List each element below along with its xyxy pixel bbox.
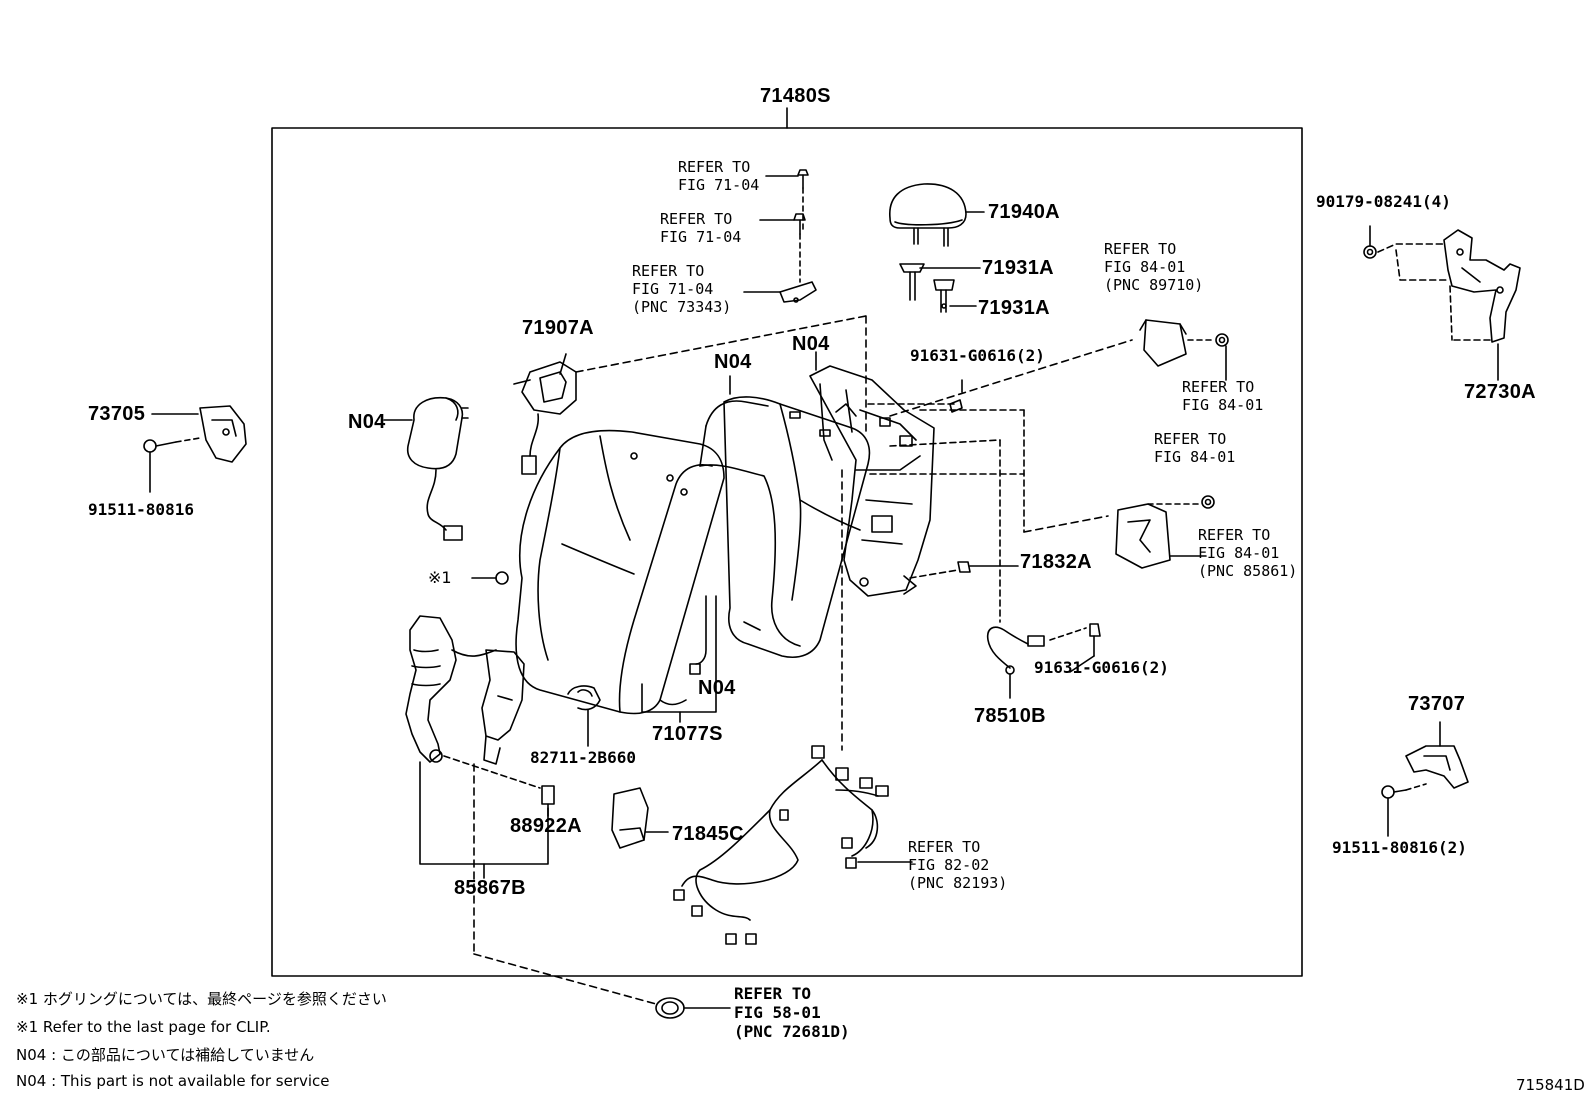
refer-note-3-line1: REFER TO — [632, 262, 705, 280]
refer-note-4-line3: (PNC 89710) — [1104, 276, 1204, 294]
label-hinge-72730: 72730A — [1464, 381, 1536, 403]
footnote-clip-jp: ※1 ホグリングについては、最終ページを参照ください — [16, 990, 387, 1008]
refer-note-8-line1: REFER TO — [908, 838, 981, 856]
footnote-n04-en: N04 : This part is not available for ser… — [16, 1072, 330, 1090]
bolt-91511-right — [1381, 783, 1427, 837]
bracket-top — [743, 281, 817, 303]
label-frame-n04: N04 — [792, 333, 830, 355]
label-bolt-90179: 90179-08241(4) — [1316, 192, 1451, 211]
label-clamp-88922: 88922A — [510, 815, 582, 837]
refer-note-7-line2: FIG 84-01 — [1198, 544, 1280, 562]
label-back-pad-n04-center: N04 — [714, 351, 752, 373]
lock-asm-shape — [513, 353, 577, 475]
pin-71832-shape — [957, 561, 1019, 573]
refer-note-1-line2: FIG 71-04 — [678, 176, 760, 194]
refer-note-8-line3: (PNC 82193) — [908, 874, 1008, 892]
label-cover-71845: 71845C — [672, 823, 744, 845]
wire-harness-82193-shape — [673, 745, 889, 945]
bracket-73705-shape — [199, 405, 247, 463]
hinge-72730-shape — [1443, 229, 1521, 343]
refer-note-4-line2: FIG 84-01 — [1104, 258, 1186, 276]
label-screw-91631-top: 91631-G0616(2) — [910, 346, 1045, 365]
label-cover-n04: N04 — [698, 677, 736, 699]
label-clip-82711: 82711-2B660 — [530, 748, 636, 767]
headrest-shape — [889, 183, 967, 247]
refer-note-8-line2: FIG 82-02 — [908, 856, 990, 874]
screw-91631-top — [949, 379, 963, 413]
footnote-clip-en: ※1 Refer to the last page for CLIP. — [16, 1018, 271, 1036]
screw-91631-bottom — [1049, 623, 1101, 657]
refer-note-2-line2: FIG 71-04 — [660, 228, 742, 246]
module-85861-shape — [1115, 503, 1207, 569]
seatback-pad-shape — [515, 429, 725, 715]
clip-marker-circle — [495, 571, 509, 585]
label-bolt-91511-right: 91511-80816(2) — [1332, 838, 1467, 857]
refer-note-9-line2: FIG 58-01 — [734, 1003, 821, 1022]
harness-85867-shape — [405, 615, 525, 765]
bolt-top-1 — [765, 169, 809, 231]
bolt-top-2 — [759, 213, 806, 283]
grommet-72681-shape — [655, 997, 731, 1019]
label-bracket-73705: 73705 — [88, 403, 146, 425]
nut-89710 — [1215, 333, 1229, 381]
support-shape-1 — [899, 263, 981, 301]
label-wire-78510: 78510B — [974, 705, 1046, 727]
label-back-pad-n04-left: N04 — [348, 411, 386, 433]
label-support-2: 71931A — [978, 297, 1050, 319]
label-lock-asm: 71907A — [522, 317, 594, 339]
bolt-91511-left — [143, 437, 201, 493]
refer-note-9-line1: REFER TO — [734, 984, 812, 1003]
refer-note-5-line2: FIG 84-01 — [1182, 396, 1264, 414]
nut-84-01 — [1201, 495, 1215, 509]
refer-note-3-line2: FIG 71-04 — [632, 280, 714, 298]
refer-note-2-line1: REFER TO — [660, 210, 733, 228]
refer-note-1-line1: REFER TO — [678, 158, 751, 176]
refer-note-3-line3: (PNC 73343) — [632, 298, 732, 316]
clip-82711-shape — [567, 685, 601, 747]
label-cover: 71077S — [652, 723, 723, 745]
label-harness-85867: 85867B — [454, 877, 526, 899]
refer-note-7-line1: REFER TO — [1198, 526, 1271, 544]
clip-marker: ※1 — [428, 568, 452, 587]
label-pin-71832: 71832A — [1020, 551, 1092, 573]
label-headrest: 71940A — [988, 201, 1060, 223]
refer-note-9-line3: (PNC 72681D) — [734, 1022, 850, 1041]
diagram-id: 715841D — [1516, 1076, 1585, 1094]
refer-note-5-line1: REFER TO — [1182, 378, 1255, 396]
wire-78510-shape — [986, 626, 1045, 699]
cover-bracket — [641, 595, 717, 713]
label-bracket-73707: 73707 — [1408, 693, 1466, 715]
motor-shape — [406, 396, 469, 541]
footnote-n04-jp: N04 : この部品については補給していません — [16, 1046, 315, 1064]
refer-note-6-line1: REFER TO — [1154, 430, 1227, 448]
seat-frame-shape — [809, 365, 935, 597]
label-bolt-91511-left: 91511-80816 — [88, 500, 194, 519]
ecu-89710-shape — [1139, 319, 1187, 367]
refer-note-6-line2: FIG 84-01 — [1154, 448, 1236, 466]
bolt-90179 — [1363, 225, 1377, 259]
label-screw-91631-bottom: 91631-G0616(2) — [1034, 658, 1169, 677]
seatback-cover-shape — [699, 396, 871, 658]
refer-note-7-line3: (PNC 85861) — [1198, 562, 1298, 580]
assembly-code-label: 71480S — [760, 85, 831, 107]
refer-note-4-line1: REFER TO — [1104, 240, 1177, 258]
bracket-73707-shape — [1405, 745, 1469, 789]
cover-71845-shape — [611, 787, 669, 849]
support-shape-2 — [933, 279, 977, 313]
label-support-1: 71931A — [982, 257, 1054, 279]
clamp-88922-shape — [541, 785, 555, 817]
